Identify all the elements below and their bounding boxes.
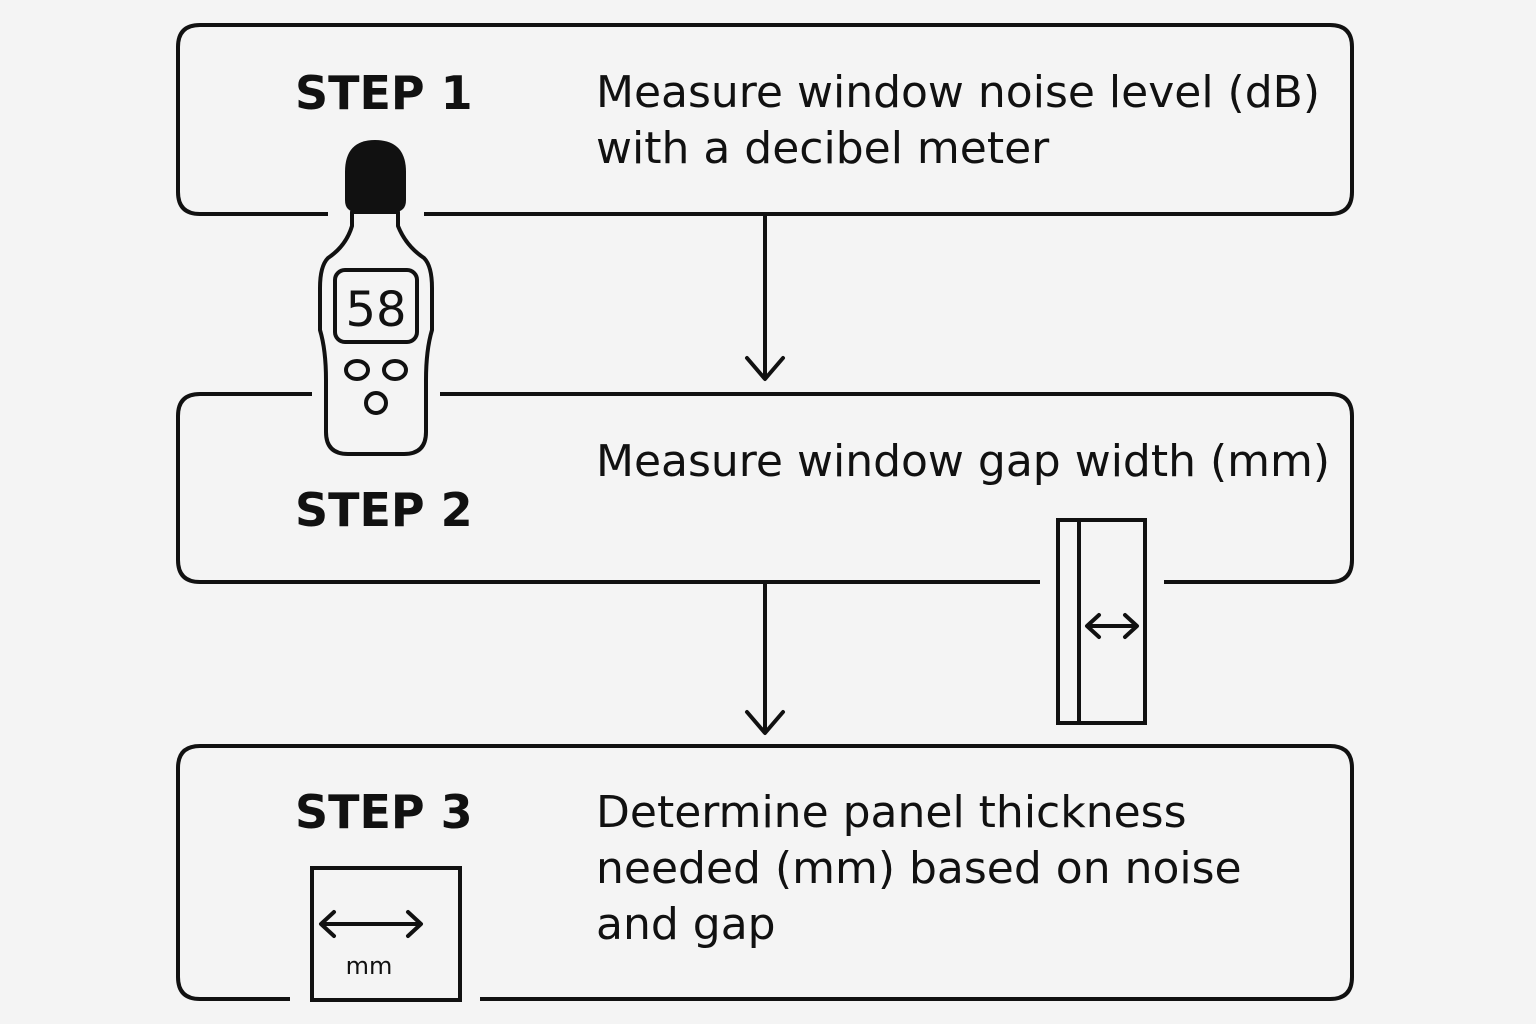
step-3-text-line-3: and gap (596, 899, 776, 950)
window-gap-icon (1056, 518, 1147, 725)
step-2-label: STEP 2 (295, 483, 473, 537)
step-1-text-line-1: Measure window noise level (dB) (596, 67, 1320, 118)
step-3-label: STEP 3 (295, 785, 473, 839)
step-3-text-line-1: Determine panel thickness (596, 787, 1187, 838)
double-arrow-icon (1085, 613, 1139, 639)
step-2-text-line-1: Measure window gap width (mm) (596, 436, 1330, 487)
panel-frame (310, 866, 462, 1002)
meter-button-right (382, 359, 408, 381)
meter-microphone-icon (345, 140, 406, 212)
step-1-text-line-2: with a decibel meter (596, 123, 1050, 174)
step-2-box: STEP 2 Measure window gap width (mm) (176, 392, 1354, 584)
decibel-meter-icon: 58 (318, 140, 434, 456)
step-3-box: STEP 3 Determine panel thickness needed … (176, 744, 1354, 1001)
meter-button-bottom (364, 391, 388, 415)
step-1-box: STEP 1 Measure window noise level (dB) w… (176, 23, 1354, 216)
double-arrow-icon (319, 910, 423, 938)
step-3-frame (176, 744, 1354, 1001)
step-1-frame (176, 23, 1354, 216)
step-1-label: STEP 1 (295, 66, 473, 120)
panel-unit-label: mm (346, 952, 393, 980)
step-2-frame (176, 392, 1354, 584)
arrow-step-1-to-2 (745, 216, 785, 381)
meter-reading: 58 (345, 282, 406, 338)
panel-thickness-icon: mm (310, 866, 462, 1002)
step-3-text-line-2: needed (mm) based on noise (596, 843, 1242, 894)
meter-button-left (344, 359, 370, 381)
arrow-step-2-to-3 (745, 584, 785, 735)
meter-display (333, 268, 419, 344)
